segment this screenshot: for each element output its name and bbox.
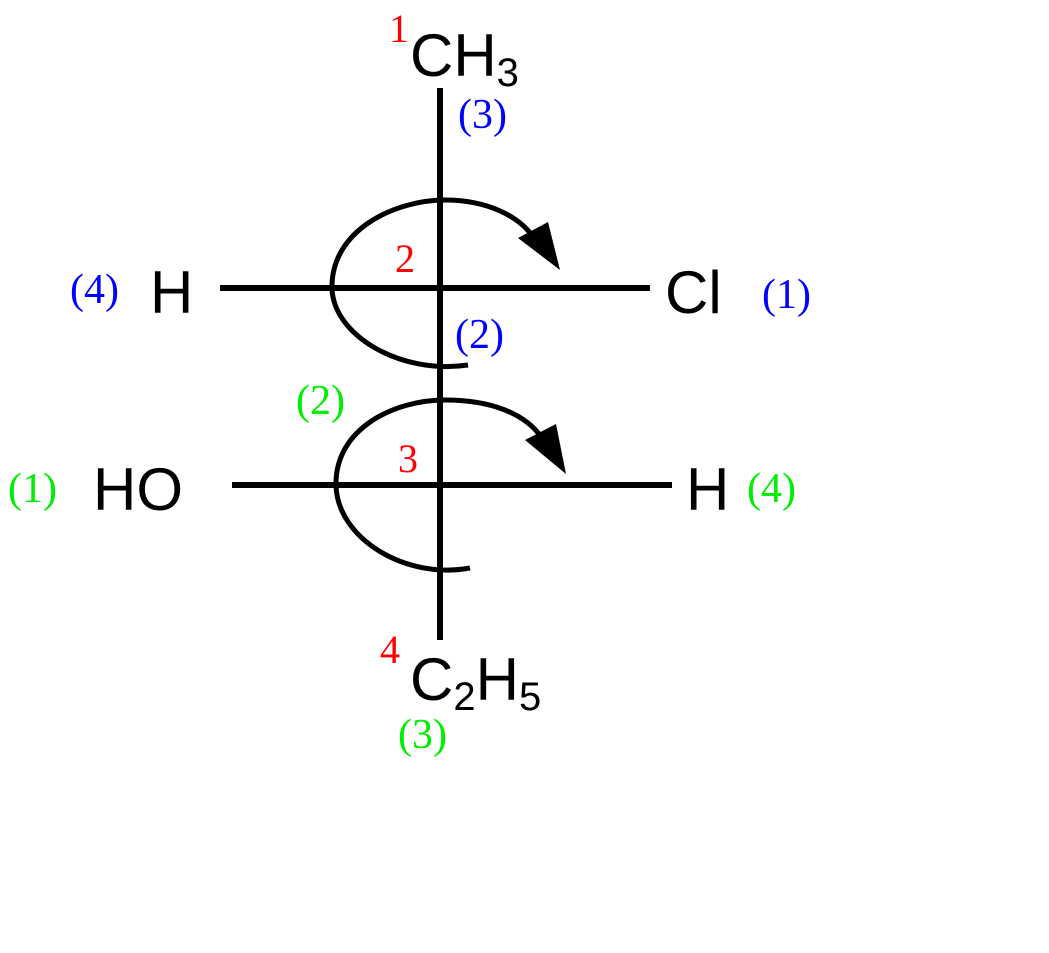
c2h5-subscript-5: 5 <box>519 675 541 719</box>
c2-priority-bottom: (2) <box>455 312 504 358</box>
c2h5-carbon: C <box>410 646 453 713</box>
c2-priority-right: (1) <box>762 272 811 318</box>
c3-priority-left: (1) <box>8 466 57 512</box>
c2-right-group: Cl <box>665 259 722 326</box>
c3-right-group: H <box>686 456 729 523</box>
ch3-subscript: 3 <box>497 51 519 95</box>
c3-priority-top: (2) <box>296 378 345 424</box>
carbon-number-1: 1 <box>389 6 409 51</box>
carbon-number-3: 3 <box>398 436 418 481</box>
c3-priority-bottom: (3) <box>398 712 447 758</box>
ch3-group: CH3 <box>410 22 519 95</box>
arrowhead-icon <box>518 222 560 270</box>
c2-priority-left: (4) <box>70 267 119 313</box>
c3-priority-right: (4) <box>747 466 796 512</box>
clockwise-arrow-icon <box>333 397 545 573</box>
c3-left-group: HO <box>93 456 183 523</box>
rotation-arrow-c3 <box>333 397 566 573</box>
c2-left-group: H <box>150 259 193 326</box>
clockwise-arrow-icon <box>329 197 538 369</box>
arrowhead-icon <box>525 424 566 474</box>
ch3-main: CH <box>410 22 497 89</box>
rotation-arrow-c2 <box>329 197 560 369</box>
c2h5-subscript-2: 2 <box>453 675 475 719</box>
carbon-number-4: 4 <box>380 627 400 672</box>
c2-priority-top: (3) <box>458 92 507 138</box>
carbon-number-2: 2 <box>395 236 415 281</box>
bonds <box>220 88 672 640</box>
c2h5-hydrogen: H <box>476 646 519 713</box>
c2h5-group: C2H5 <box>410 646 541 719</box>
